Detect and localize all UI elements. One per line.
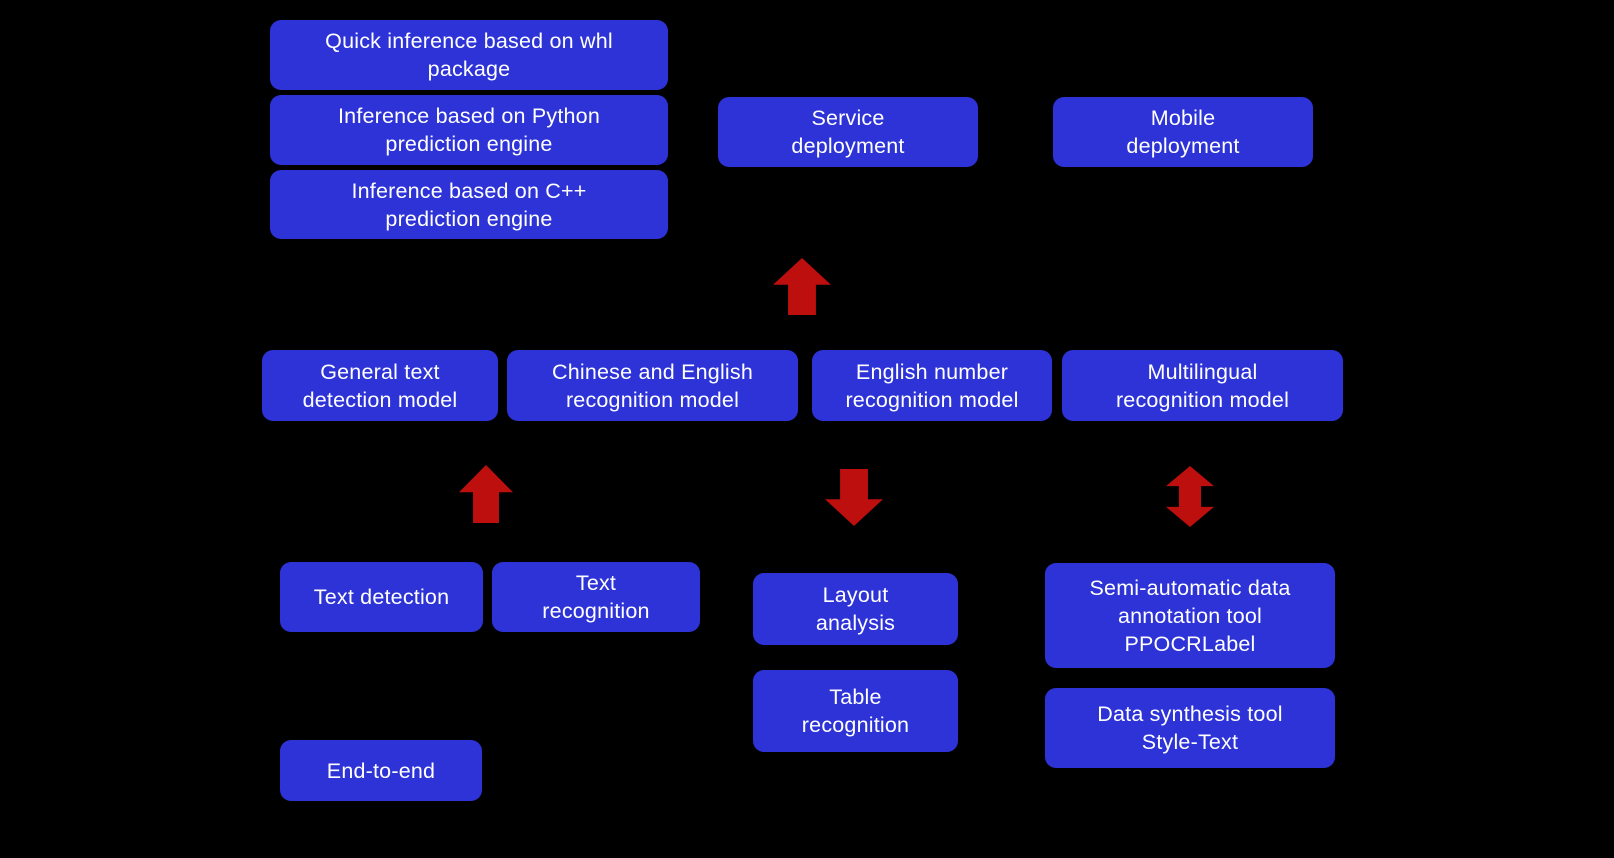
node-style-text-synthesis-tool: Data synthesis tool Style-Text <box>1045 688 1335 768</box>
layout-analysis-down-arrow-icon <box>825 469 883 526</box>
node-text-recognition: Text recognition <box>492 562 700 632</box>
node-ppocrlabel-annotation-tool: Semi-automatic data annotation tool PPOC… <box>1045 563 1335 668</box>
node-chinese-english-recognition-model: Chinese and English recognition model <box>507 350 798 421</box>
text-models-up-arrow-icon <box>459 465 513 523</box>
node-english-number-recognition-model: English number recognition model <box>812 350 1052 421</box>
data-tools-up-down-arrow-icon <box>1166 466 1214 527</box>
node-layout-analysis: Layout analysis <box>753 573 958 645</box>
node-cpp-prediction-engine: Inference based on C++ prediction engine <box>270 170 668 239</box>
node-service-deployment: Service deployment <box>718 97 978 167</box>
node-quick-inference-whl: Quick inference based on whl package <box>270 20 668 90</box>
node-end-to-end: End-to-end <box>280 740 482 801</box>
node-text-detection: Text detection <box>280 562 483 632</box>
node-table-recognition: Table recognition <box>753 670 958 752</box>
service-deployment-up-arrow-icon <box>773 258 831 315</box>
node-python-prediction-engine: Inference based on Python prediction eng… <box>270 95 668 165</box>
node-mobile-deployment: Mobile deployment <box>1053 97 1313 167</box>
node-general-text-detection-model: General text detection model <box>262 350 498 421</box>
node-multilingual-recognition-model: Multilingual recognition model <box>1062 350 1343 421</box>
